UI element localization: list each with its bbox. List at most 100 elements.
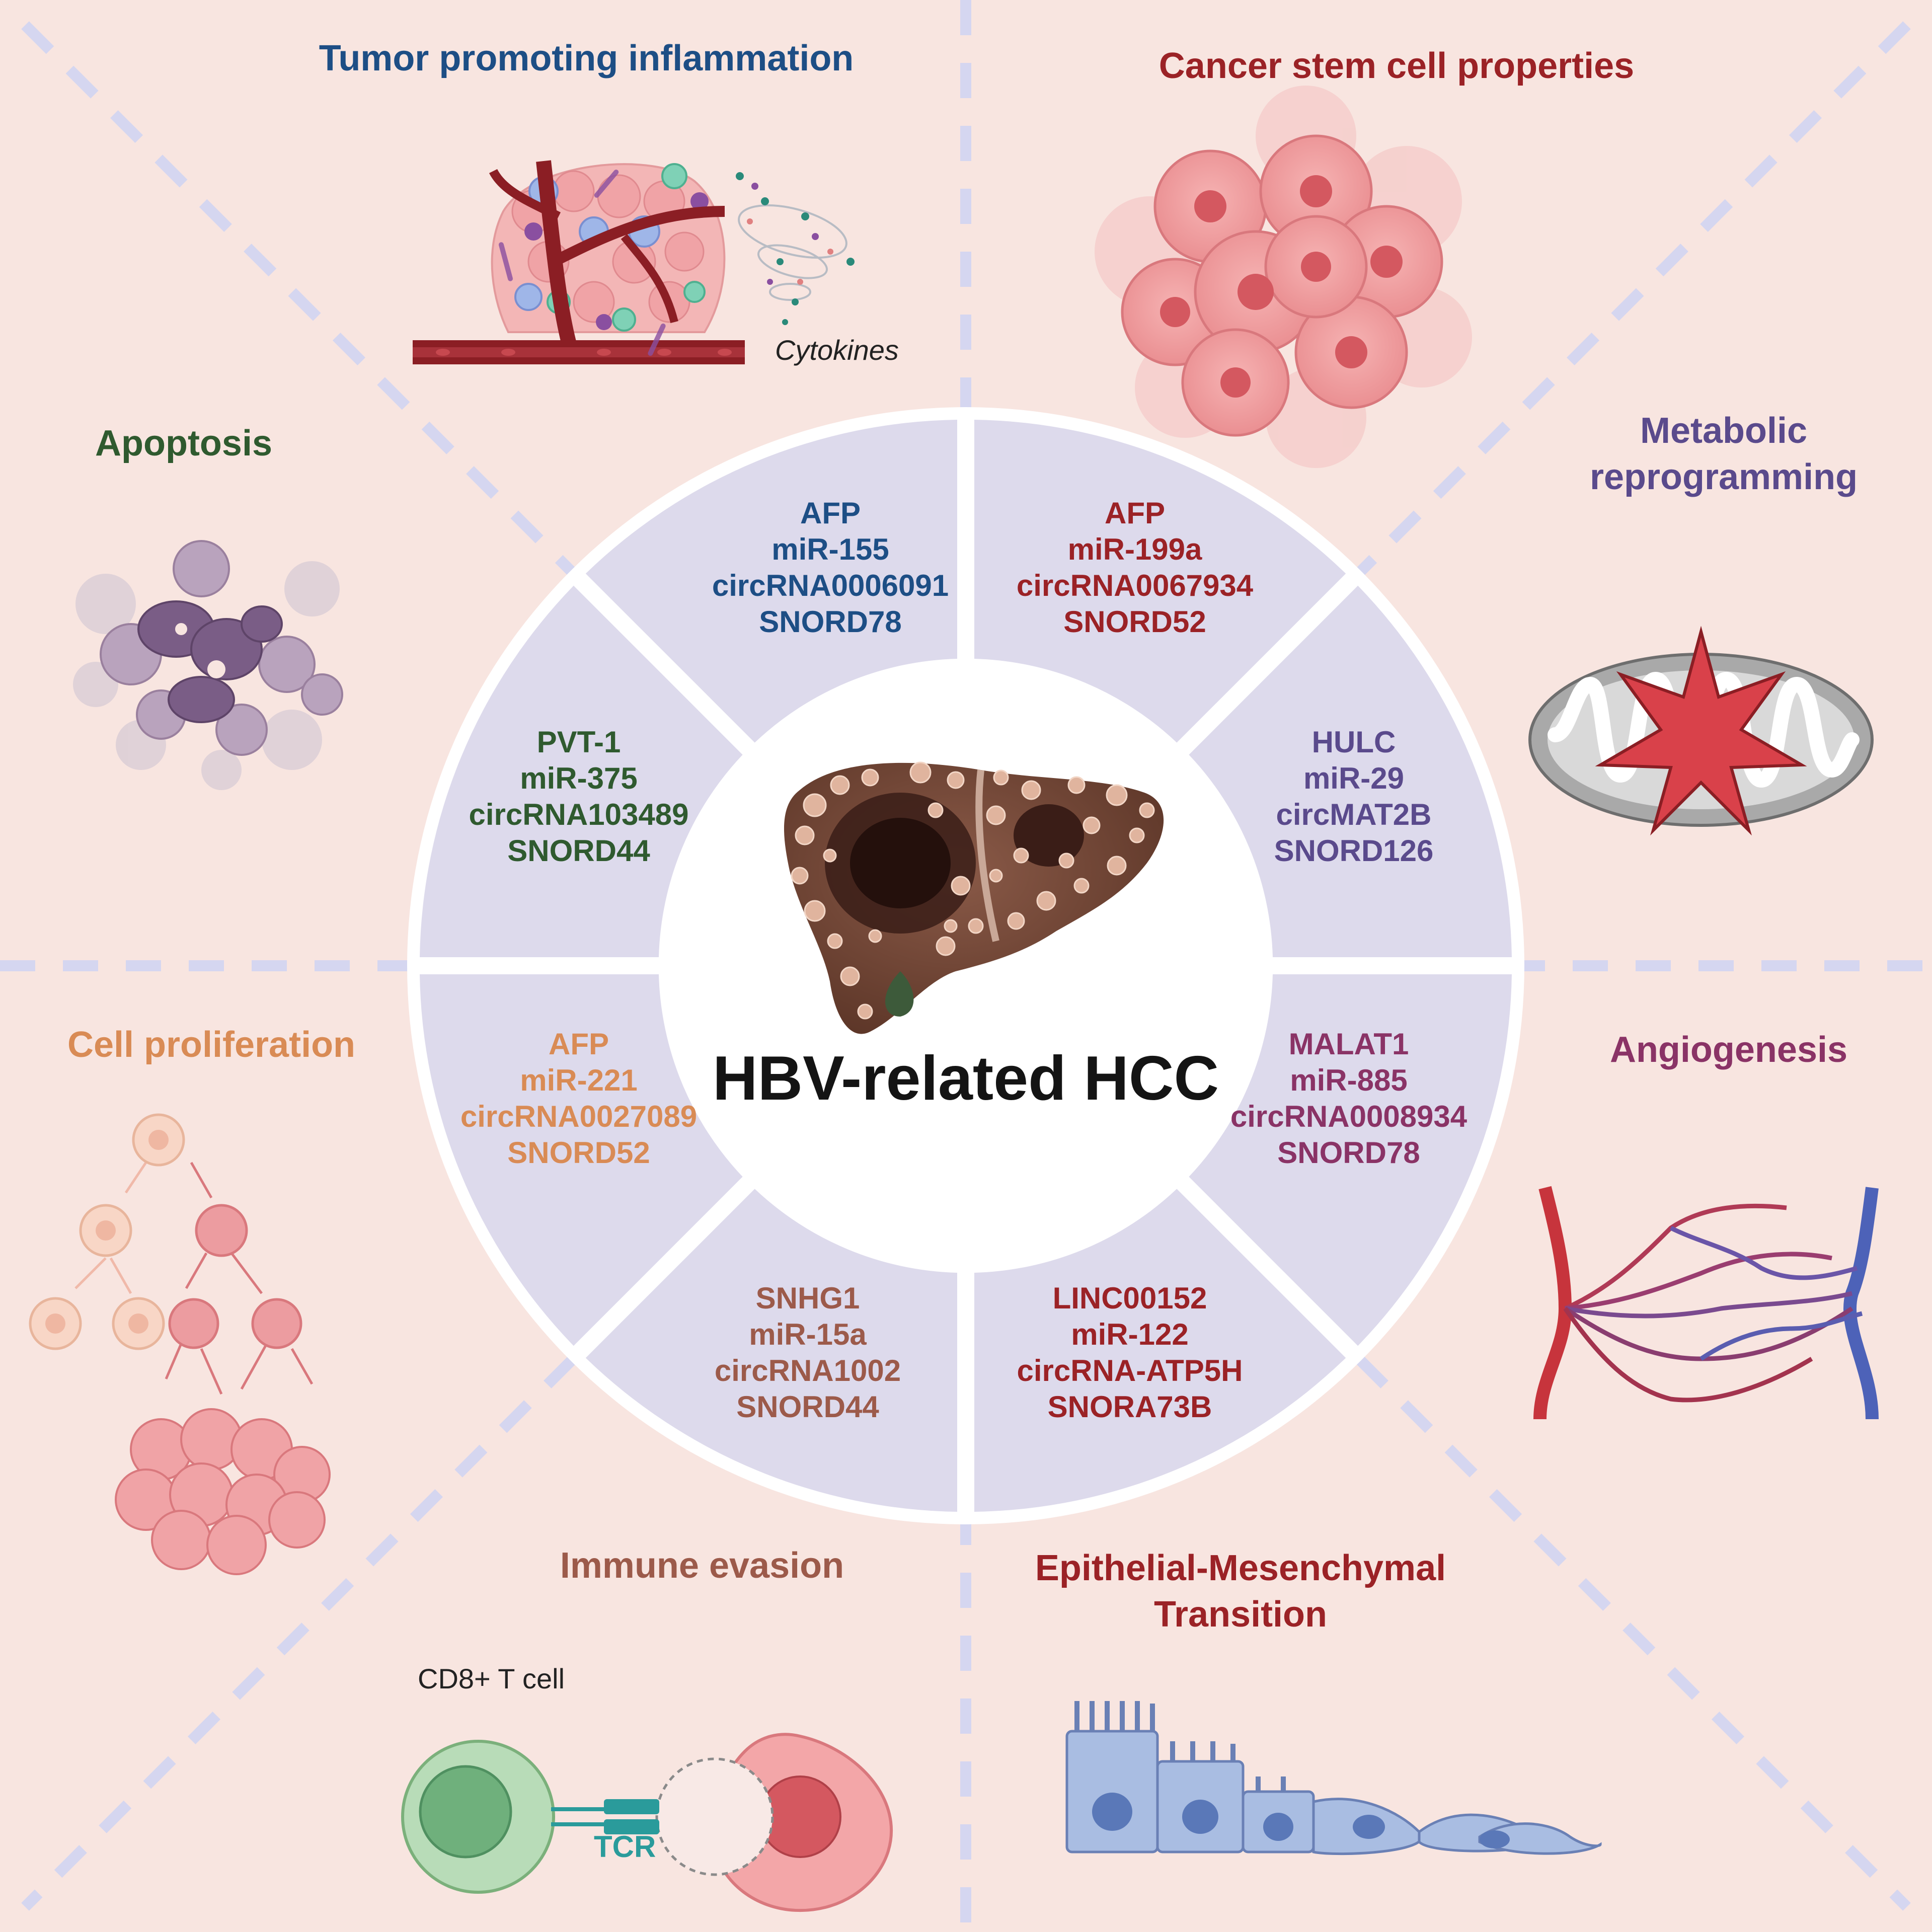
liver-nodule: [857, 1003, 873, 1020]
liver-nodule: [968, 918, 984, 934]
gene-label: circRNA0027089: [460, 1100, 697, 1133]
liver-nodule: [1083, 816, 1101, 834]
wheel-segment: [974, 1189, 1346, 1512]
gene-label: circRNA0067934: [1017, 569, 1254, 602]
gene-label: miR-122: [1071, 1318, 1188, 1351]
gene-label: AFP: [800, 496, 861, 530]
liver-nodule: [823, 848, 837, 863]
blood-vessel-inflammation-icon: [413, 160, 855, 364]
gene-label: HULC: [1312, 725, 1396, 759]
wheel-segment: [1189, 585, 1512, 957]
gene-label: circMAT2B: [1276, 798, 1432, 831]
gene-label: miR-375: [520, 761, 637, 795]
gene-label: miR-221: [520, 1063, 637, 1097]
liver-nodule: [791, 867, 809, 885]
heading-apoptosis: Apoptosis: [95, 423, 272, 463]
gene-label: miR-29: [1303, 761, 1404, 795]
liver-nodule: [803, 793, 827, 817]
cell-proliferation-tree-icon: [29, 1113, 331, 1575]
liver-nodule: [1036, 891, 1056, 911]
emt-cells-icon: [1065, 1701, 1602, 1856]
liver-nodule: [830, 775, 850, 795]
wheel-segment: [1189, 974, 1512, 1346]
cytokines-label: Cytokines: [775, 334, 899, 366]
gene-label: PVT-1: [537, 725, 621, 759]
heading-immune-evasion: Immune evasion: [560, 1545, 844, 1586]
angiogenesis-vessels-icon: [1533, 1186, 1879, 1420]
wheel-segment: [585, 1189, 957, 1512]
liver-nodule: [840, 966, 860, 986]
liver-nodule: [951, 876, 971, 896]
gene-label: miR-155: [771, 532, 889, 566]
liver-nodule: [861, 768, 879, 787]
liver-nodule: [827, 933, 843, 949]
liver-nodule: [1139, 802, 1155, 818]
cancer-stem-cell-cluster-icon: [1095, 86, 1472, 468]
liver-nodule: [944, 919, 958, 933]
liver-nodule: [928, 802, 944, 818]
wheel-segment: [974, 420, 1346, 743]
liver-nodule: [1007, 912, 1025, 930]
liver-nodule: [1058, 853, 1074, 869]
liver-nodule: [1021, 780, 1041, 800]
wheel-segment: [420, 585, 743, 957]
heading-tumor-promoting-inflammation: Tumor promoting inflammation: [319, 38, 854, 79]
gene-label: SNORD44: [507, 834, 650, 868]
gene-label: SNORD44: [736, 1390, 879, 1424]
liver-nodule: [795, 825, 815, 845]
gene-label: SNORD78: [759, 605, 901, 639]
liver-tumor-icon: [784, 761, 1164, 1034]
tcell-tumor-cell-icon: [401, 1733, 893, 1912]
liver-nodule: [1067, 776, 1086, 794]
gene-label: miR-15a: [749, 1318, 867, 1351]
gene-label: circRNA1002: [715, 1354, 901, 1387]
gene-label: circRNA103489: [469, 798, 689, 831]
heading-cell-proliferation: Cell proliferation: [67, 1025, 355, 1065]
wheel-segment: [420, 974, 743, 1346]
liver-nodule: [986, 805, 1006, 825]
tcr-label: TCR: [594, 1830, 656, 1864]
center-title: HBV-related HCC: [713, 1044, 1219, 1113]
gene-label: SNHG1: [756, 1281, 860, 1315]
liver-nodule: [1073, 878, 1090, 894]
liver-nodule: [936, 936, 956, 956]
liver-nodule: [909, 761, 932, 784]
liver-nodule: [947, 771, 965, 789]
liver-nodule: [993, 769, 1009, 786]
gene-label: miR-885: [1290, 1063, 1407, 1097]
liver-nodule: [868, 929, 882, 943]
wheel-segments: [420, 420, 1512, 1512]
gene-label: MALAT1: [1289, 1027, 1409, 1061]
gene-label: AFP: [549, 1027, 609, 1061]
gene-label: SNORD52: [507, 1136, 650, 1170]
liver-nodule: [1107, 856, 1127, 876]
gene-label: SNORD52: [1063, 605, 1206, 639]
heading-angiogenesis: Angiogenesis: [1610, 1030, 1847, 1070]
gene-label: circRNA-ATP5H: [1017, 1354, 1243, 1387]
liver-nodule: [1129, 827, 1145, 843]
gene-label: SNORD126: [1274, 834, 1434, 868]
gene-label: circRNA0008934: [1230, 1100, 1467, 1133]
gene-label: miR-199a: [1068, 532, 1202, 566]
gene-label: SNORA73B: [1048, 1390, 1212, 1424]
heading-cancer-stem-cell-properties: Cancer stem cell properties: [1159, 46, 1634, 86]
wheel-segment: [585, 420, 957, 743]
gene-label: AFP: [1105, 496, 1165, 530]
liver-nodule: [1106, 784, 1128, 806]
apoptosis-cells-icon: [73, 540, 343, 790]
gene-label: circRNA0006091: [712, 569, 949, 602]
liver-nodule: [804, 900, 826, 922]
liver-nodule: [989, 869, 1003, 883]
